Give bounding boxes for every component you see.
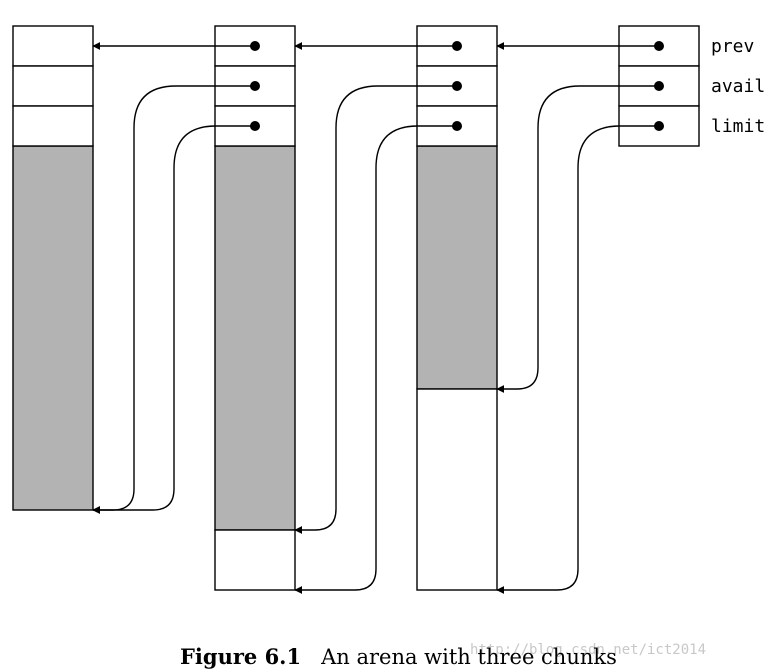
chunk-3-prev-dot (452, 41, 462, 51)
chunk-2-limit-pointer (92, 125, 255, 514)
arena-avail-pointer (496, 85, 659, 393)
figure-label: Figure 6.1 (180, 644, 301, 669)
limit-pointers (92, 125, 659, 594)
chunk-2 (214, 25, 296, 591)
chunk-3 (416, 25, 498, 591)
chunk-3-free-region (416, 388, 498, 591)
arena-limit-dot (654, 121, 664, 131)
chunk-3-limit-pointer (294, 125, 457, 594)
chunk-3-avail-dot (452, 81, 462, 91)
chunk-3-used-region (416, 145, 498, 390)
arena-prev-dot (654, 41, 664, 51)
chunk-1-limit-cell (12, 105, 94, 147)
chunk-1-avail-cell (12, 65, 94, 107)
chunk-2-limit-dot (250, 121, 260, 131)
avail-pointers (92, 85, 659, 534)
label-avail: avail (711, 76, 765, 97)
figure-caption: Figure 6.1 An arena with three chunks (180, 644, 617, 669)
arena-avail-dot (654, 81, 664, 91)
chunk-2-free-region (214, 529, 296, 591)
chunk-2-avail-pointer (92, 85, 255, 514)
chunk-2-used-region (214, 145, 296, 531)
chunk-1 (12, 25, 94, 511)
chunk-3-avail-pointer (294, 85, 457, 534)
pointer-dots (250, 41, 664, 131)
figure-title: An arena with three chunks (320, 645, 617, 669)
chunk-1-prev-cell (12, 25, 94, 67)
watermark: http://blog.csdn.net/ict2014 (470, 642, 706, 658)
arena-limit-pointer (496, 125, 659, 594)
label-limit: limit (711, 116, 765, 137)
chunk-2-prev-dot (250, 41, 260, 51)
chunk-2-avail-dot (250, 81, 260, 91)
label-prev: prev (711, 36, 754, 57)
chunk-1-used-region (12, 145, 94, 511)
chunk-3-limit-dot (452, 121, 462, 131)
